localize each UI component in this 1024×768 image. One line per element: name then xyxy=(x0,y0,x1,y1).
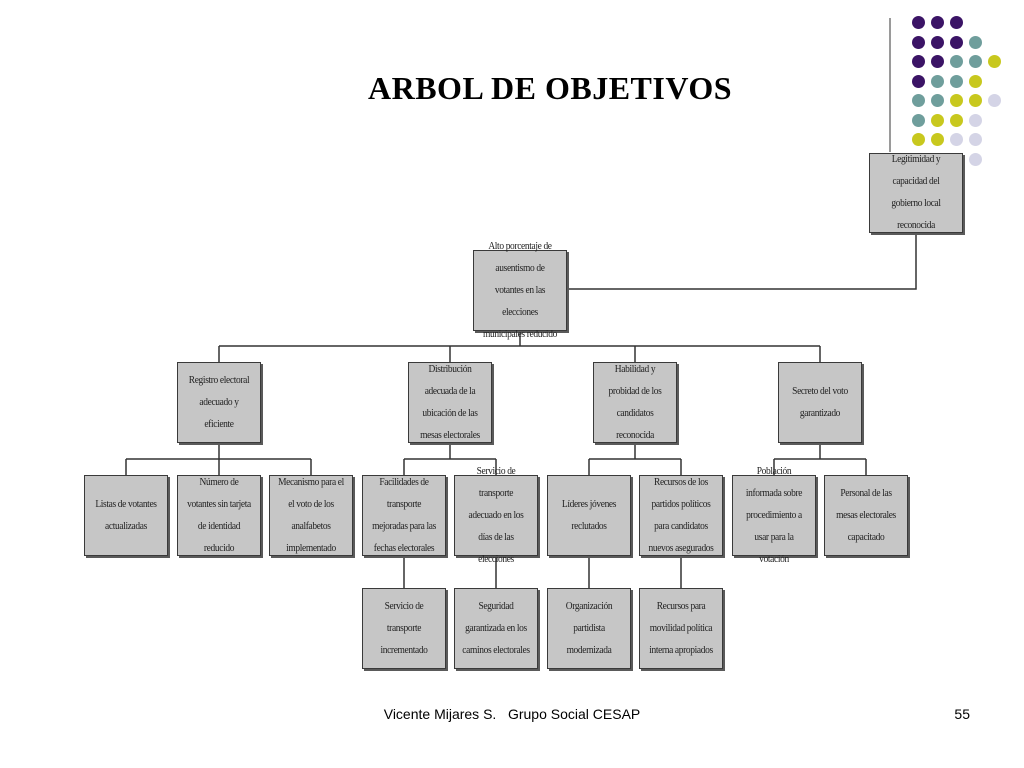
node-recursos-movilidad: Recursos para movilidad política interna… xyxy=(639,588,723,669)
footer-text: Vicente Mijares S. Grupo Social CESAP xyxy=(383,706,641,722)
node-servicio-dias: Servicio de transporte adecuado en los d… xyxy=(454,466,538,565)
node-lideres: Líderes jóvenes reclutados xyxy=(547,475,631,556)
node-personal: Personal de las mesas electorales capaci… xyxy=(824,475,908,556)
decorative-dot xyxy=(969,35,982,49)
node-alto-porcentaje: Alto porcentaje de ausentismo de votante… xyxy=(473,241,567,340)
page-number: 55 xyxy=(954,706,970,722)
decorative-dot xyxy=(931,113,944,127)
node-label: Población informada sobre procedimiento … xyxy=(745,465,803,565)
decorative-dot xyxy=(931,133,944,146)
decorative-dot xyxy=(969,94,982,107)
node-label: Listas de votantes actualizadas xyxy=(95,498,157,532)
node-label: Recursos de los partidos políticos para … xyxy=(648,476,714,554)
node-label: Distribución adecuada de la ubicación de… xyxy=(420,363,480,441)
decorative-dot xyxy=(912,35,925,49)
node-label: Personal de las mesas electorales capaci… xyxy=(836,487,896,543)
decorative-dot xyxy=(988,94,1001,107)
decorative-dot xyxy=(969,133,982,146)
decorative-dot xyxy=(969,55,982,68)
decorative-vertical-line xyxy=(889,18,891,152)
decorative-dot xyxy=(969,113,982,127)
node-recursos-partidos: Recursos de los partidos políticos para … xyxy=(639,475,723,556)
node-label: Servicio de transporte incrementado xyxy=(380,600,428,656)
node-seguridad: Seguridad garantizada en los caminos ele… xyxy=(454,588,538,669)
decorative-dot xyxy=(950,35,963,49)
decorative-dot xyxy=(969,152,982,166)
node-label: Habilidad y probidad de los candidatos r… xyxy=(608,363,662,441)
node-label: Líderes jóvenes reclutados xyxy=(561,498,617,532)
decorative-dot xyxy=(931,35,944,49)
decorative-dot xyxy=(950,55,963,68)
decorative-dot xyxy=(950,133,963,146)
node-secreto: Secreto del voto garantizado xyxy=(778,362,862,443)
node-organizacion: Organización partidista modernizada xyxy=(547,588,631,669)
decorative-dot xyxy=(912,113,925,127)
node-numero: Número de votantes sin tarjeta de identi… xyxy=(177,475,261,556)
decorative-dot xyxy=(950,113,963,127)
node-label: Servicio de transporte adecuado en los d… xyxy=(468,465,524,565)
node-distribucion: Distribución adecuada de la ubicación de… xyxy=(408,362,492,443)
node-label: Organización partidista modernizada xyxy=(565,600,613,656)
node-facilidades: Facilidades de transporte mejoradas para… xyxy=(362,475,446,556)
node-label: Seguridad garantizada en los caminos ele… xyxy=(462,600,530,656)
decorative-dot xyxy=(931,94,944,107)
node-poblacion: Población informada sobre procedimiento … xyxy=(732,466,816,565)
node-mecanismo: Mecanismo para el el voto de los analfab… xyxy=(269,475,353,556)
node-label: Número de votantes sin tarjeta de identi… xyxy=(187,476,251,554)
node-servicio-incrementado: Servicio de transporte incrementado xyxy=(362,588,446,669)
slide-title: ARBOL DE OBJETIVOS xyxy=(367,70,732,106)
decorative-dot xyxy=(950,94,963,107)
node-label: Secreto del voto garantizado xyxy=(792,385,848,419)
node-label: Recursos para movilidad política interna… xyxy=(649,600,713,656)
decorative-dot xyxy=(912,55,925,68)
connector-top xyxy=(567,233,917,290)
node-registro: Registro electoral adecuado y eficiente xyxy=(177,362,261,443)
decorative-dot xyxy=(988,55,1001,68)
node-label: Alto porcentaje de ausentismo de votante… xyxy=(483,240,557,340)
decorative-dot xyxy=(912,94,925,107)
node-label: Registro electoral adecuado y eficiente xyxy=(188,374,250,430)
decorative-dot xyxy=(950,16,963,29)
decorative-dot xyxy=(931,74,944,88)
node-legitimidad: Legitimidad y capacidad del gobierno loc… xyxy=(869,153,963,233)
decorative-dot xyxy=(950,74,963,88)
decorative-dot xyxy=(912,16,925,29)
node-label: Facilidades de transporte mejoradas para… xyxy=(372,476,436,554)
decorative-dot xyxy=(969,74,982,88)
decorative-dot xyxy=(931,55,944,68)
node-listas: Listas de votantes actualizadas xyxy=(84,475,168,556)
decorative-dot xyxy=(931,16,944,29)
node-habilidad: Habilidad y probidad de los candidatos r… xyxy=(593,362,677,443)
node-label: Mecanismo para el el voto de los analfab… xyxy=(278,476,344,554)
decorative-dot xyxy=(912,74,925,88)
node-label: Legitimidad y capacidad del gobierno loc… xyxy=(891,154,941,231)
decorative-dot xyxy=(912,133,925,146)
